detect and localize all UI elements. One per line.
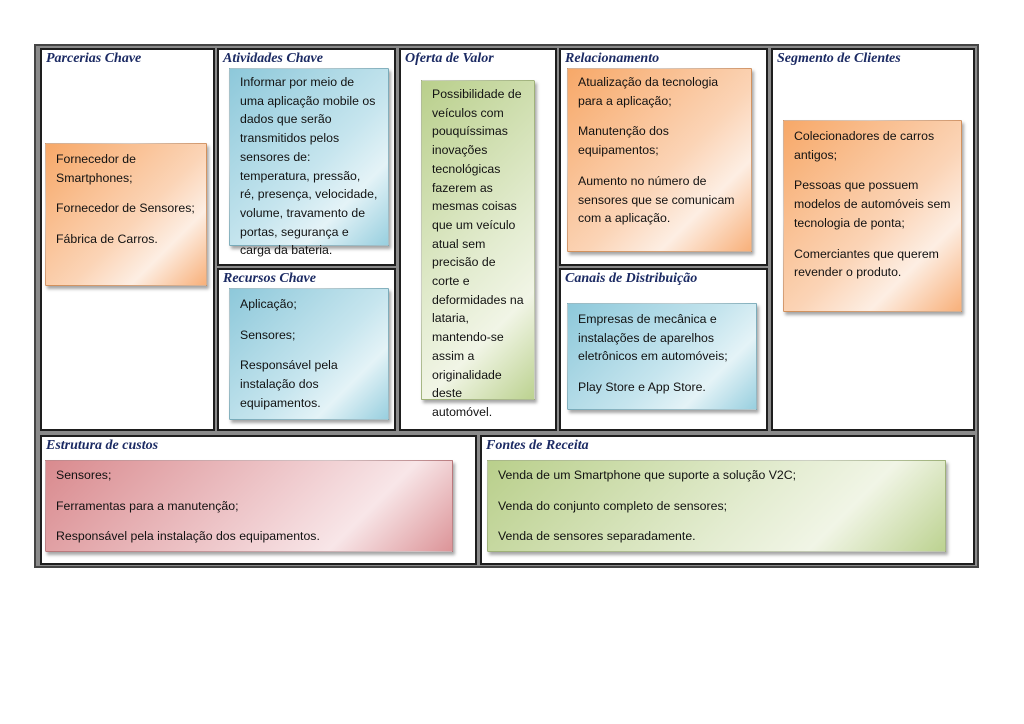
note-parcerias: Fornecedor de Smartphones; Fornecedor de… xyxy=(45,143,207,286)
note-item: Fornecedor de Smartphones; xyxy=(56,152,136,185)
note-item: Fornecedor de Sensores; xyxy=(56,201,195,216)
note-atividades: Informar por meio de uma aplicação mobil… xyxy=(229,68,389,257)
note-item: Colecionadores de carros antigos; xyxy=(794,129,935,162)
note-item: Manutenção dos equipamentos; xyxy=(578,124,669,158)
note-fontes: Venda de um Smartphone que suporte a sol… xyxy=(487,460,946,552)
section-title: Parcerias Chave xyxy=(46,51,142,66)
section-title: Segmento de Clientes xyxy=(777,51,901,66)
note-item: Venda de um Smartphone que suporte a sol… xyxy=(498,468,797,482)
note-item: Responsável pela instalação dos equipame… xyxy=(240,358,338,410)
note-item: Pessoas que possuem modelos de automóvei… xyxy=(794,178,951,230)
note-item: Play Store e App Store. xyxy=(578,380,706,395)
note-item: Venda do conjunto completo de sensores; xyxy=(498,498,728,513)
note-item: Informar por meio de uma aplicação mobil… xyxy=(240,75,378,258)
note-oferta: Possibilidade de veículos com pouquíssim… xyxy=(421,80,535,419)
note-item: Comerciantes que querem revender o produ… xyxy=(794,246,939,280)
note-item: Venda de sensores separadamente. xyxy=(498,529,696,544)
note-relacionamento: Atualização da tecnologia para a aplicaç… xyxy=(567,68,752,252)
note-item: Aumento no número de sensores que se com… xyxy=(578,173,735,226)
section-title: Atividades Chave xyxy=(223,51,323,66)
note-item: Sensores; xyxy=(240,327,296,342)
note-recursos: Aplicação; Sensores; Responsável pela in… xyxy=(229,288,389,420)
note-item: Fábrica de Carros. xyxy=(56,232,158,247)
note-custos: Sensores; Ferramentas para a manutenção;… xyxy=(45,460,453,552)
section-title: Canais de Distribuição xyxy=(565,271,698,286)
section-title: Oferta de Valor xyxy=(405,51,494,66)
section-title: Recursos Chave xyxy=(223,271,316,286)
note-item: Empresas de mecânica e instalações de ap… xyxy=(578,312,728,364)
note-item: Aplicação; xyxy=(240,297,297,311)
note-canais: Empresas de mecânica e instalações de ap… xyxy=(567,303,757,410)
section-title: Estrutura de custos xyxy=(46,438,159,453)
section-title: Relacionamento xyxy=(565,51,660,66)
note-item: Atualização da tecnologia para a aplicaç… xyxy=(578,75,719,108)
note-segmento: Colecionadores de carros antigos; Pessoa… xyxy=(783,120,962,312)
note-item: Responsável pela instalação dos equipame… xyxy=(56,529,320,544)
section-title: Fontes de Receita xyxy=(486,438,589,453)
note-item: Ferramentas para a manutenção; xyxy=(56,498,239,513)
note-item: Sensores; xyxy=(56,468,112,482)
note-item: Possibilidade de veículos com pouquíssim… xyxy=(432,87,524,419)
